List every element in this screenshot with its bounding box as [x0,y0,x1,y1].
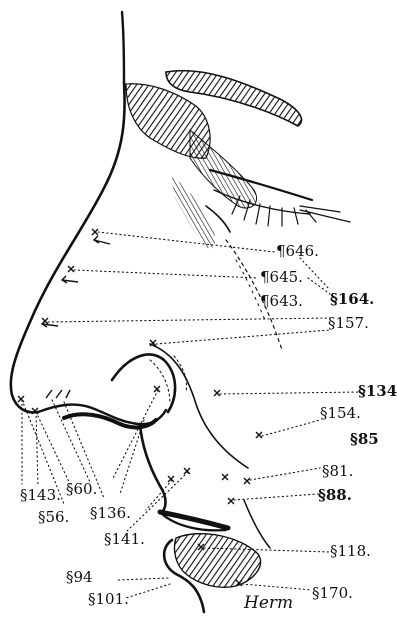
label-141: §141. [104,530,145,548]
label-94: §94 [66,568,93,586]
label-88: §88. [318,486,352,504]
label-81: §81. [322,462,353,480]
label-157: §157. [328,314,369,332]
label-164: §164. [330,290,374,308]
label-154: §154. [320,404,361,422]
chin-shading [174,534,260,588]
label-56: §56. [38,508,69,526]
label-85: §85 [350,430,379,448]
label-134: §134. [358,382,397,400]
label-143: §143. [20,486,61,504]
label-645: ¶645. [260,268,303,286]
label-136: §136. [90,504,131,522]
label-60: §60. [66,480,97,498]
label-643: ¶643. [260,292,303,310]
label-118: §118. [330,542,371,560]
label-646: ¶646. [276,242,319,260]
eye-region [126,84,350,232]
arrow-markers [42,236,110,398]
label-101: §101. [88,590,129,608]
label-170: §170. [312,584,353,602]
artist-signature: Herm [243,593,293,613]
